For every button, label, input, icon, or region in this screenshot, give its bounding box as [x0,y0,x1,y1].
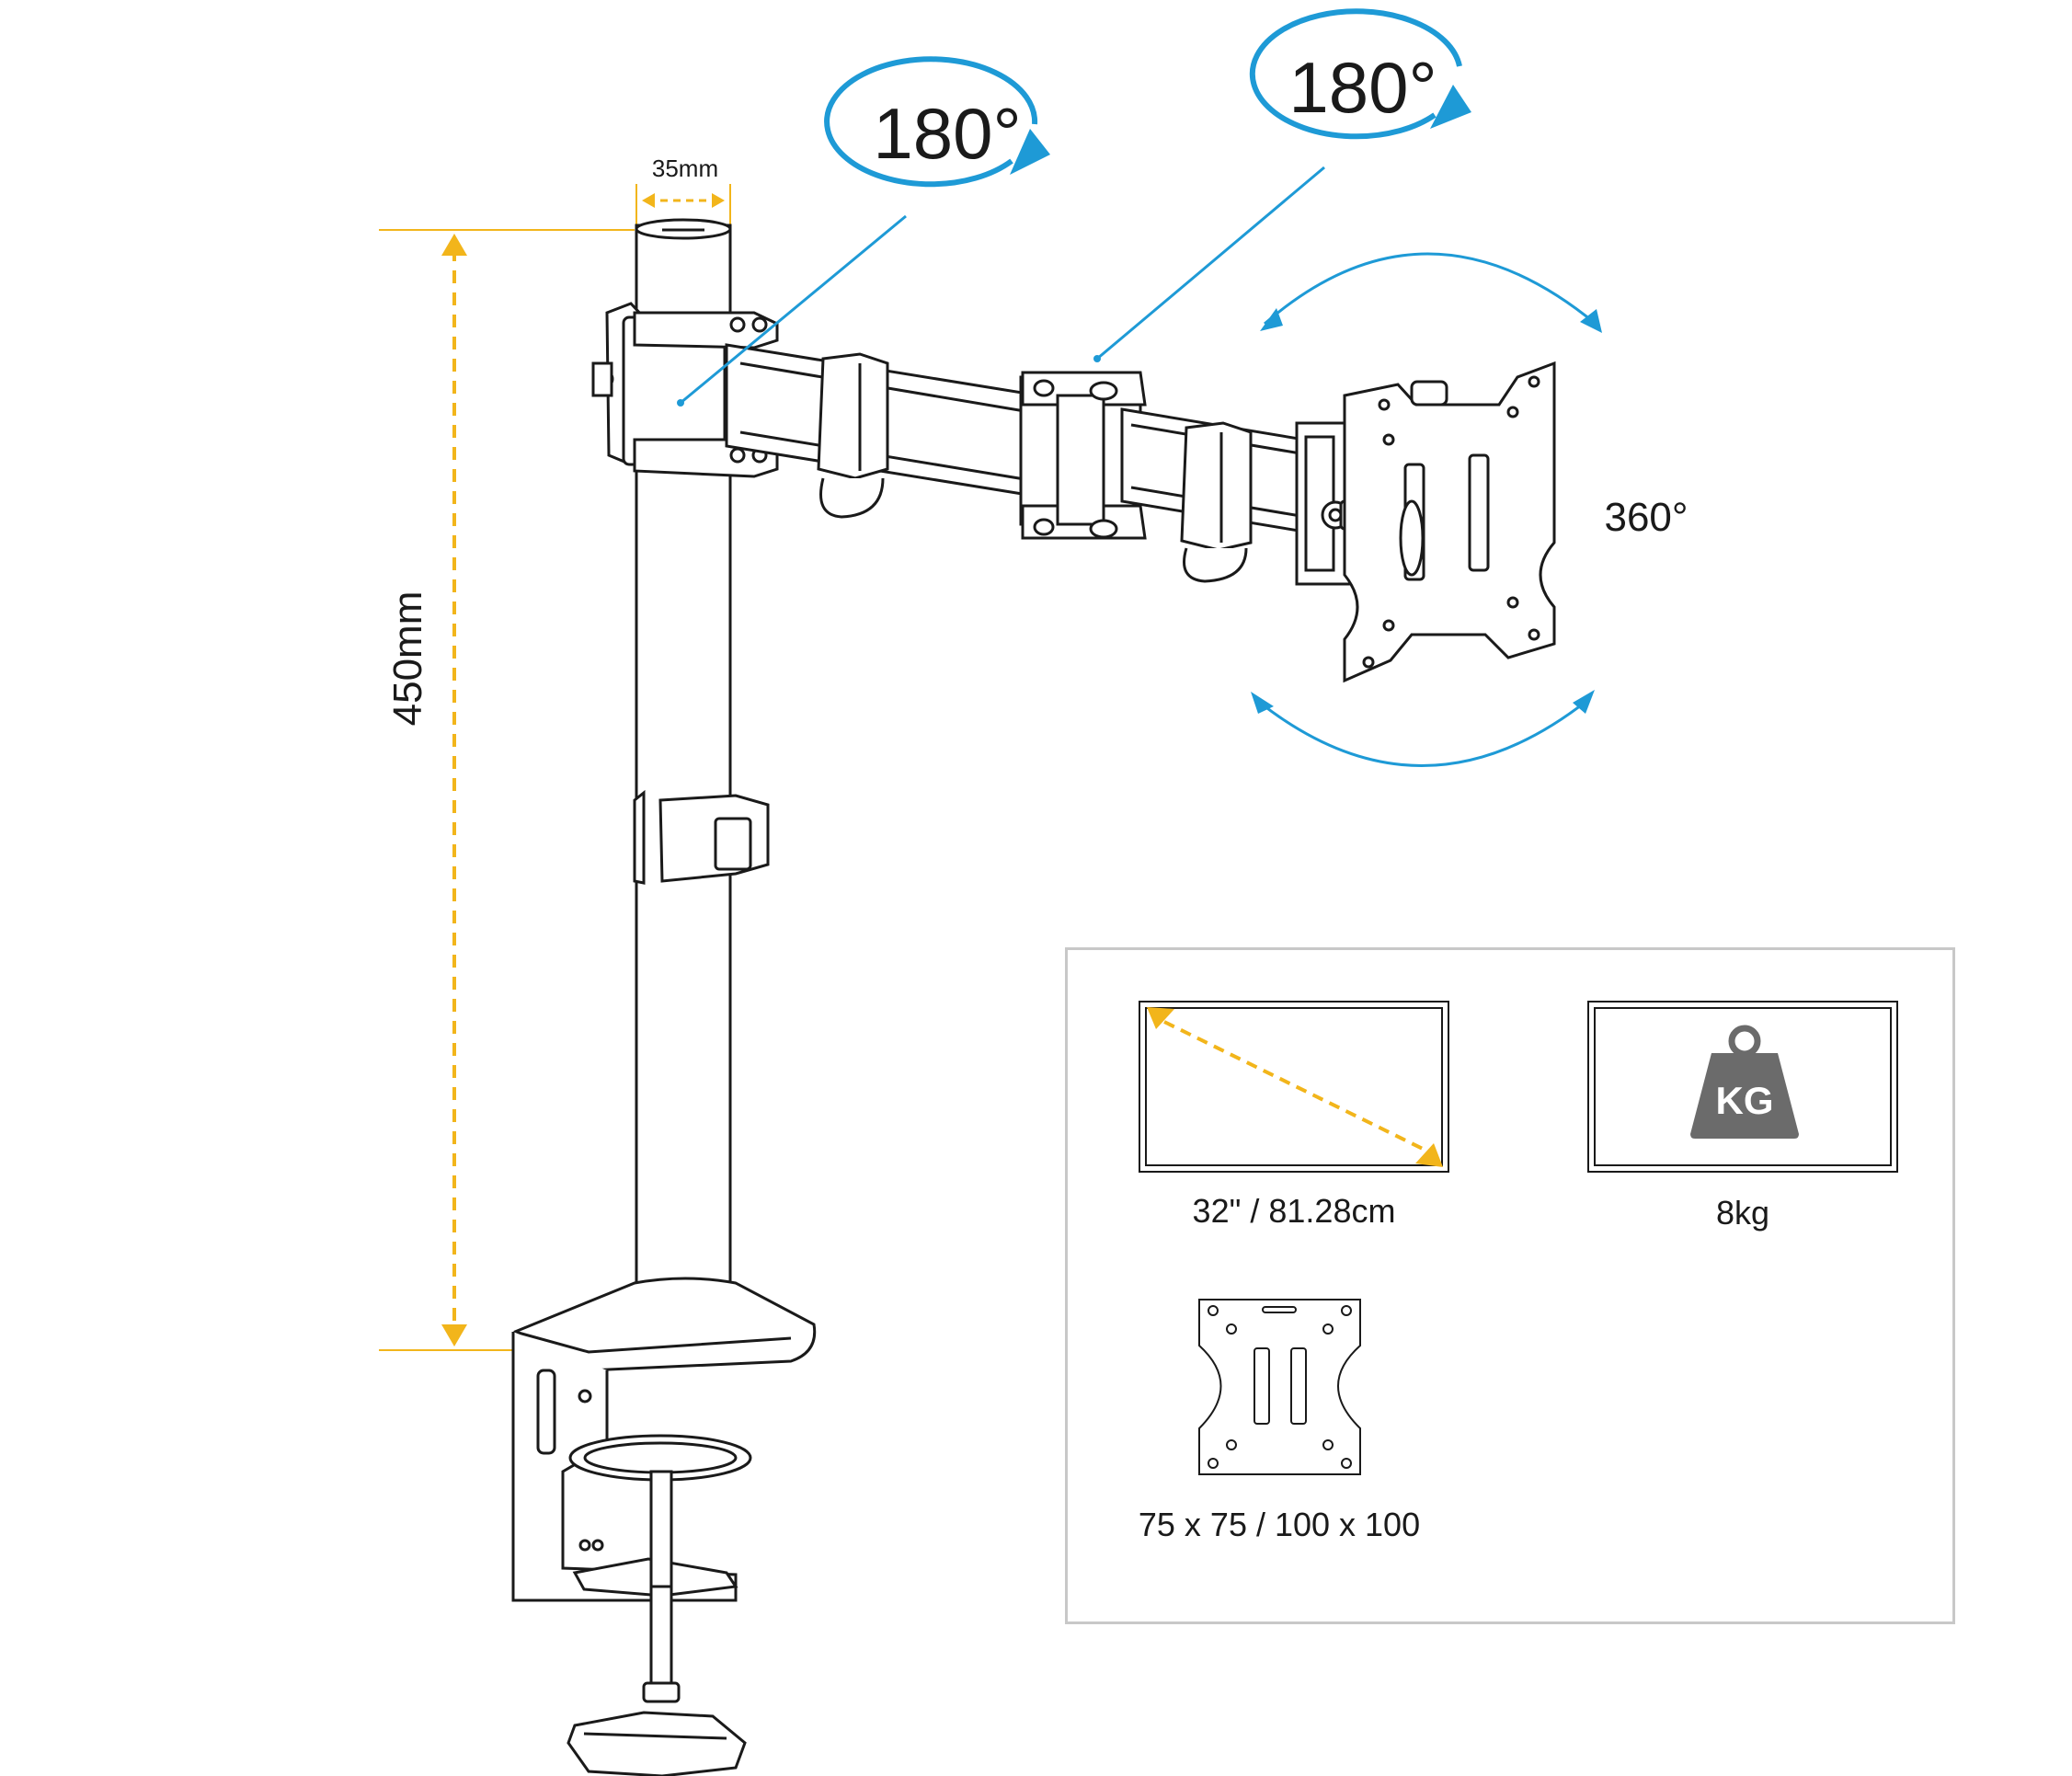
height-dimension: 450mm [379,229,635,1351]
screen-size-label: 32" / 81.28cm [1192,1192,1396,1230]
spec-icons: KG [1139,1001,1898,1475]
head-rotation-label: 360° [1604,495,1688,540]
pole-cable-clip [633,789,770,885]
desk-clamp [511,1277,817,1776]
spec-panel: KG 32" / 81.28cm 8kg 75 x 75 / 100 x 100 [1065,947,1955,1624]
vesa-label: 75 x 75 / 100 x 100 [1138,1506,1421,1543]
weight-icon: KG [1587,1001,1898,1173]
head-rotation-callout: 360° [1251,252,1689,767]
arm-rotation-callout: 180° [677,56,1050,407]
weight-icon-text: KG [1716,1079,1774,1122]
elbow-joint [1019,371,1147,540]
arm-rotation-label: 180° [873,93,1021,174]
screen-size-icon [1139,1001,1449,1173]
elbow-rotation-callout: 180° [1093,8,1471,362]
arm-base-joint [591,302,779,478]
vesa-icon [1198,1299,1361,1475]
max-load-label: 8kg [1715,1194,1770,1232]
diameter-label: 35mm [652,155,718,182]
diameter-dimension: 35mm [635,155,731,239]
inner-arm [725,343,1041,519]
height-label: 450mm [385,591,430,727]
outer-arm [1120,407,1317,583]
vesa-plate [1343,361,1556,683]
elbow-rotation-label: 180° [1288,47,1437,128]
